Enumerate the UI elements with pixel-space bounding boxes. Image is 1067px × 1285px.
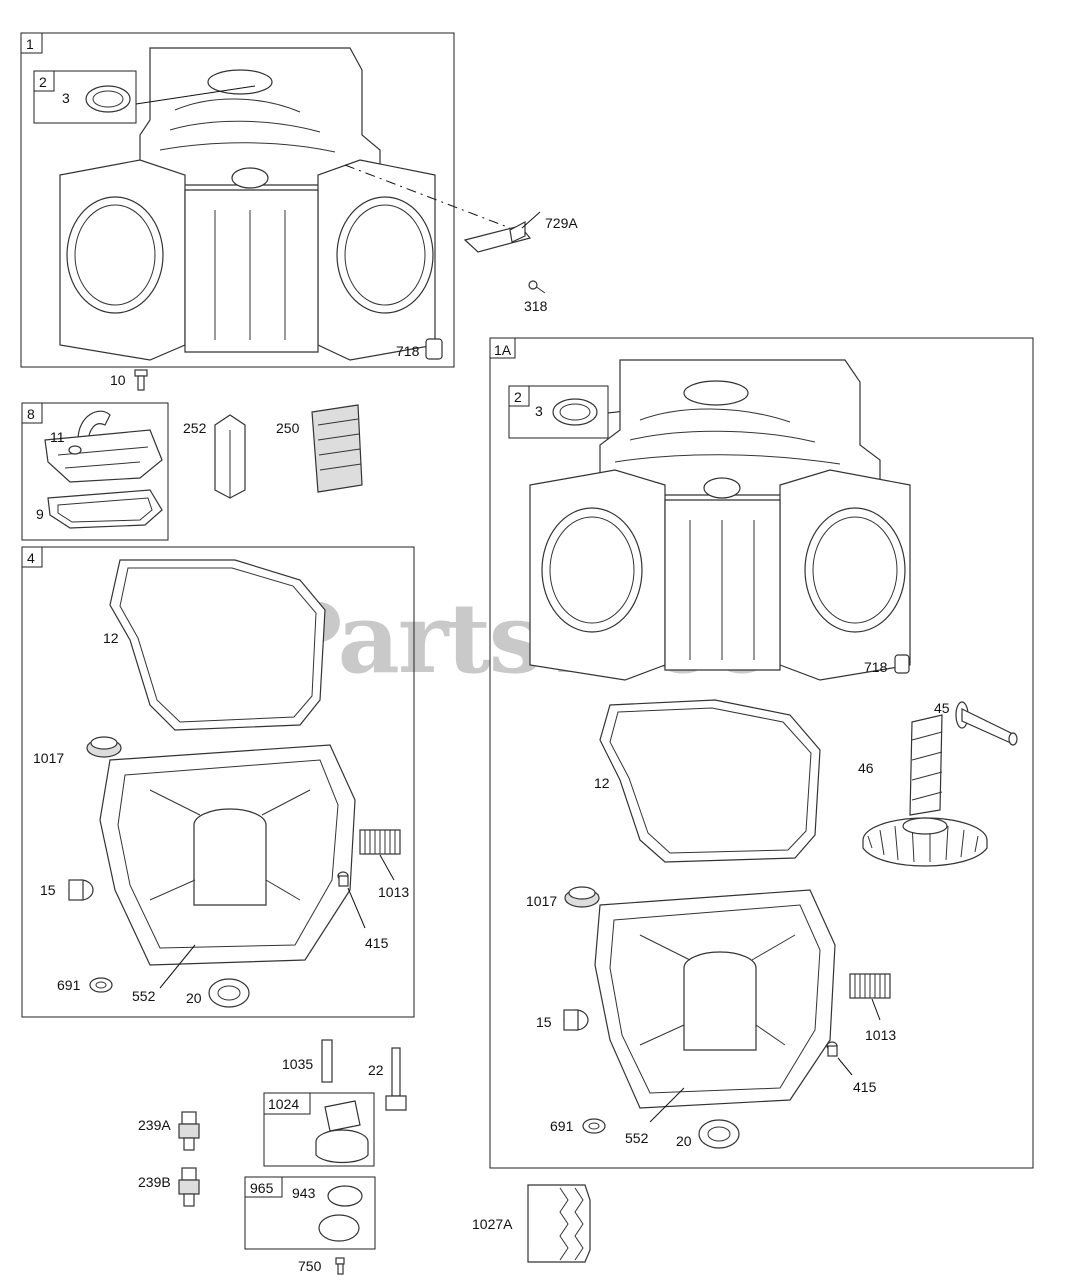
callout-15-a: 15 <box>40 882 56 898</box>
group-4-label: 4 <box>27 550 35 566</box>
callout-3-a: 3 <box>62 90 70 106</box>
bolt-22 <box>385 1047 407 1111</box>
callout-20-a: 20 <box>186 990 202 1006</box>
group-965-box: 965 <box>244 1176 376 1250</box>
bushing-15-a <box>68 879 94 901</box>
callout-1027A: 1027A <box>472 1216 513 1232</box>
callout-691-a: 691 <box>57 977 81 993</box>
governor-1017-a <box>86 736 122 758</box>
callout-15-b: 15 <box>536 1014 552 1030</box>
switch-239A <box>178 1111 200 1151</box>
gasket-12-b <box>599 699 821 863</box>
bushing-15-b <box>563 1009 589 1031</box>
block-252 <box>214 414 246 499</box>
sump-housing-b <box>594 889 836 1109</box>
sleeve-718-b <box>894 654 910 674</box>
ring-part-3-a <box>85 85 131 113</box>
gasket-12-a <box>109 559 326 731</box>
sleeve-718-a <box>425 338 443 360</box>
oil-seal-20-a <box>208 978 250 1008</box>
callout-552-b: 552 <box>625 1130 649 1146</box>
gasket-943 <box>327 1185 363 1207</box>
callout-239B: 239B <box>138 1174 171 1190</box>
switch-239B <box>178 1167 200 1207</box>
callout-45: 45 <box>934 700 950 716</box>
callout-1035: 1035 <box>282 1056 313 1072</box>
group-1A-box: 1A 2 <box>489 337 1034 1169</box>
oil-seal-20-b <box>698 1119 740 1149</box>
callout-11: 11 <box>50 429 65 445</box>
ring-part-3-b <box>552 398 598 426</box>
callout-1013-b: 1013 <box>865 1027 896 1043</box>
group-1024-label: 1024 <box>268 1096 299 1112</box>
screen-1013-b <box>849 973 891 999</box>
callout-22: 22 <box>368 1062 384 1078</box>
callout-10: 10 <box>110 372 126 388</box>
group-1-label: 1 <box>26 36 34 52</box>
washer-691-a <box>89 977 113 993</box>
governor-1017-b <box>564 886 600 908</box>
screen-250 <box>311 404 363 493</box>
plug-415-b <box>826 1041 838 1057</box>
plug-415-a <box>337 871 349 887</box>
callout-1017-b: 1017 <box>526 893 557 909</box>
callout-9: 9 <box>36 506 44 522</box>
pushrod-45 <box>955 701 1018 746</box>
group-1-box: 1 2 <box>20 32 455 368</box>
group-4-box: 4 <box>21 546 415 1018</box>
bolt-10 <box>134 369 148 391</box>
callout-12-a: 12 <box>103 630 119 646</box>
group-8-box: 8 <box>21 402 169 541</box>
callout-718-b: 718 <box>864 659 888 675</box>
callout-415-b: 415 <box>853 1079 877 1095</box>
camshaft-46 <box>862 714 988 867</box>
callout-750: 750 <box>298 1258 322 1274</box>
gasket-9 <box>47 489 163 529</box>
screen-1013-a <box>359 829 401 855</box>
cover-plate-965 <box>318 1214 360 1242</box>
group-1024-box: 1024 <box>263 1092 375 1167</box>
callout-729A: 729A <box>545 215 578 231</box>
leader-729A-dash <box>344 164 511 229</box>
cylinder-block-1A <box>529 359 911 681</box>
callout-3-b: 3 <box>535 403 543 419</box>
group-1A-label: 1A <box>494 342 512 358</box>
washer-691-b <box>582 1118 606 1134</box>
group-1-sub-label: 2 <box>39 74 47 90</box>
callout-318: 318 <box>524 298 548 314</box>
valve-1024 <box>315 1100 369 1164</box>
callout-1013-a: 1013 <box>378 884 409 900</box>
group-8-label: 8 <box>27 406 35 422</box>
callout-415-a: 415 <box>365 935 389 951</box>
group-1A-sub-label: 2 <box>514 389 522 405</box>
callout-1017-a: 1017 <box>33 750 64 766</box>
cylinder-block-1 <box>59 47 436 361</box>
callout-252: 252 <box>183 420 207 436</box>
sump-housing-a <box>99 744 356 966</box>
callout-12-b: 12 <box>594 775 610 791</box>
callout-239A: 239A <box>138 1117 171 1133</box>
group-965-label: 965 <box>250 1180 274 1196</box>
screw-318 <box>528 280 546 294</box>
callout-552-a: 552 <box>132 988 156 1004</box>
breather-assembly <box>44 410 163 483</box>
callout-20-b: 20 <box>676 1133 692 1149</box>
pin-1035 <box>321 1039 333 1083</box>
callout-718-a: 718 <box>396 343 420 359</box>
callout-691-b: 691 <box>550 1118 574 1134</box>
oil-filter-1027A <box>527 1184 591 1263</box>
callout-250: 250 <box>276 420 300 436</box>
callout-46: 46 <box>858 760 874 776</box>
bolt-750 <box>335 1257 345 1275</box>
callout-943: 943 <box>292 1185 316 1201</box>
leader-3-a <box>135 85 256 105</box>
